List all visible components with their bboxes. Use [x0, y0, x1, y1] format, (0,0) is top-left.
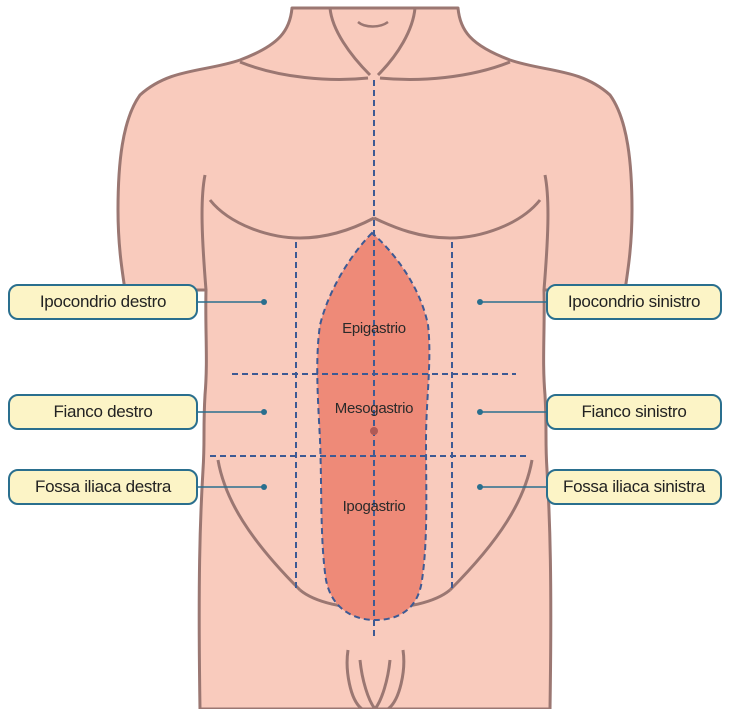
- dot-fianco-sinistro: [477, 409, 483, 415]
- region-mesogastrio: Mesogastrio: [335, 400, 413, 417]
- dot-fianco-destro: [261, 409, 267, 415]
- label-fianco-destro: Fianco destro: [8, 394, 198, 430]
- label-ipocondrio-sinistro: Ipocondrio sinistro: [546, 284, 722, 320]
- dot-fossa-iliaca-destra: [261, 484, 267, 490]
- dot-ipocondrio-sinistro: [477, 299, 483, 305]
- dot-ipocondrio-destro: [261, 299, 267, 305]
- umbilicus-dot: [370, 427, 378, 435]
- label-fossa-iliaca-destra: Fossa iliaca destra: [8, 469, 198, 505]
- region-epigastrio: Epigastrio: [342, 320, 406, 337]
- dot-fossa-iliaca-sinistra: [477, 484, 483, 490]
- region-ipogastrio: Ipogastrio: [343, 498, 406, 515]
- label-fianco-sinistro: Fianco sinistro: [546, 394, 722, 430]
- label-fossa-iliaca-sinistra: Fossa iliaca sinistra: [546, 469, 722, 505]
- label-ipocondrio-destro: Ipocondrio destro: [8, 284, 198, 320]
